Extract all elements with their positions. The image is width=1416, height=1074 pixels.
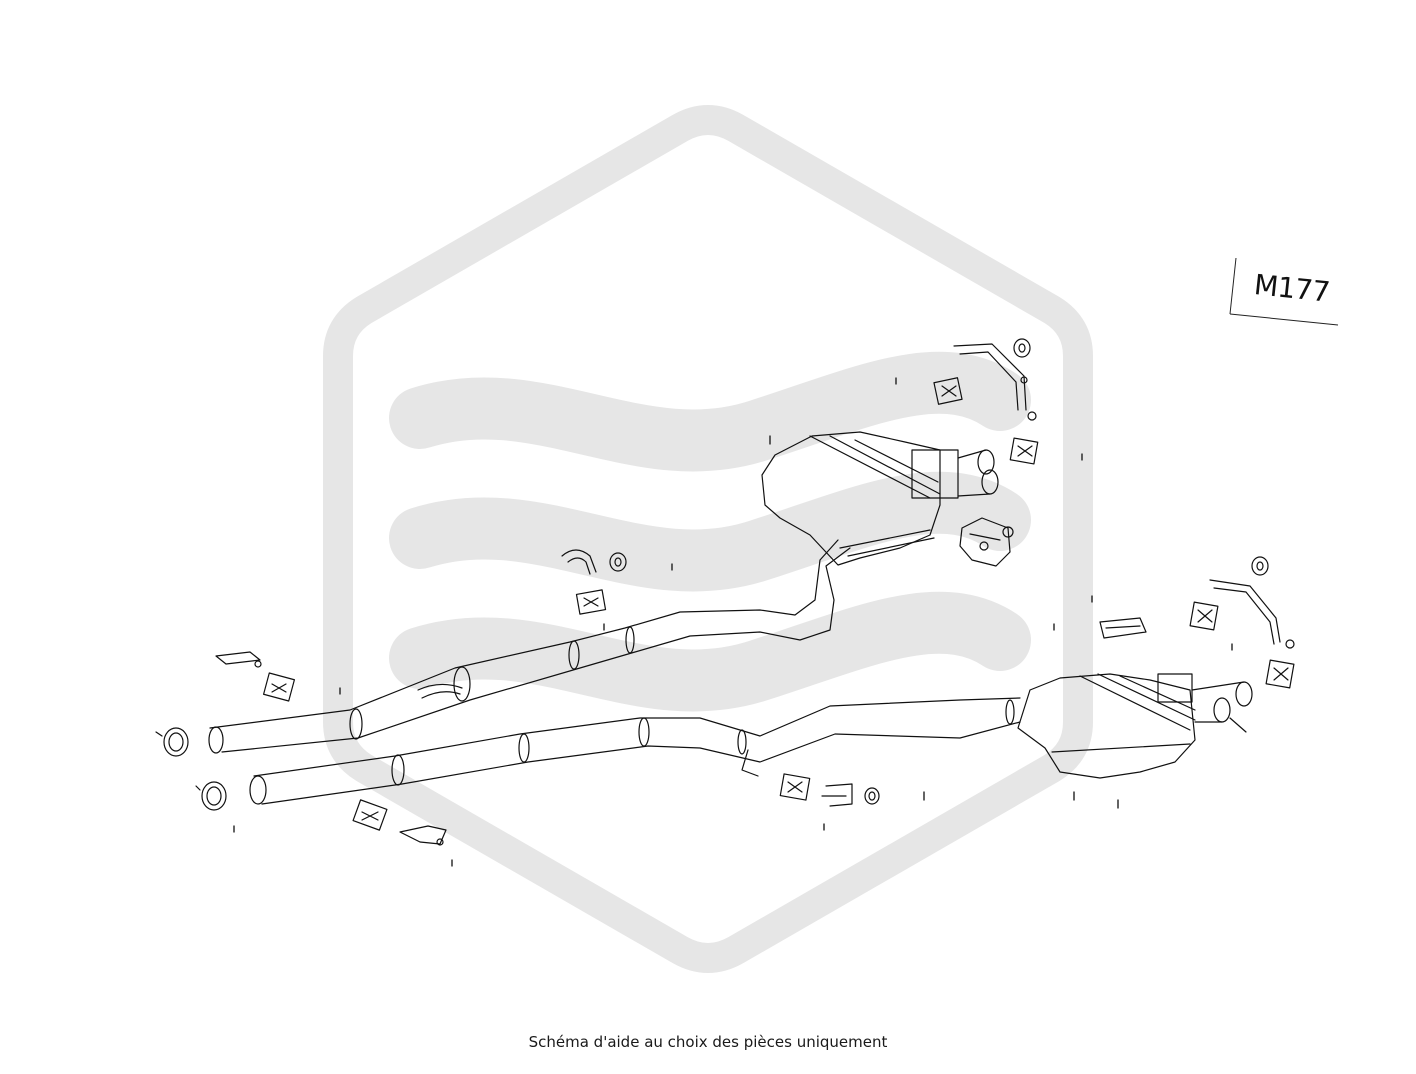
valve-actuator — [960, 518, 1013, 566]
bracket-6 — [822, 784, 852, 806]
watermark-wave-1 — [389, 351, 1031, 472]
bushing-2 — [610, 553, 626, 571]
lower-pipe — [250, 698, 1020, 804]
watermark-hexagon — [323, 105, 1093, 973]
pipe-clamp-2 — [196, 782, 226, 810]
rubber-hanger-4 — [934, 378, 962, 405]
upper-pipe — [209, 540, 850, 753]
rubber-hanger-8 — [780, 774, 809, 800]
bushing-1 — [1014, 339, 1030, 357]
rubber-hanger-7 — [1266, 660, 1294, 688]
watermark-wave-2 — [389, 471, 1031, 592]
diagram-caption: Schéma d'aide au choix des pièces unique… — [528, 1033, 888, 1051]
bushing-3 — [1252, 557, 1268, 575]
lower-rear-muffler — [1018, 674, 1252, 778]
rubber-hanger-3 — [576, 590, 605, 614]
rubber-hanger-6 — [1190, 602, 1218, 630]
rubber-hanger-2 — [353, 800, 387, 830]
upper-rear-muffler — [762, 432, 998, 565]
bracket-4 — [1210, 580, 1294, 648]
bracket-2 — [400, 826, 446, 845]
bushing-4 — [865, 788, 879, 804]
rubber-hanger-1 — [264, 673, 295, 701]
bracket-1 — [216, 652, 261, 667]
code-tag-box — [1229, 257, 1339, 326]
watermark-logo — [323, 105, 1093, 973]
bracket-5 — [1100, 618, 1146, 638]
bracket-3 — [954, 344, 1036, 420]
bracket-7 — [562, 550, 596, 574]
watermark-wave-3 — [389, 591, 1031, 712]
pipe-clamp-1 — [156, 728, 188, 756]
fastener-marks — [233, 377, 1233, 867]
rubber-hanger-5 — [1010, 438, 1037, 464]
